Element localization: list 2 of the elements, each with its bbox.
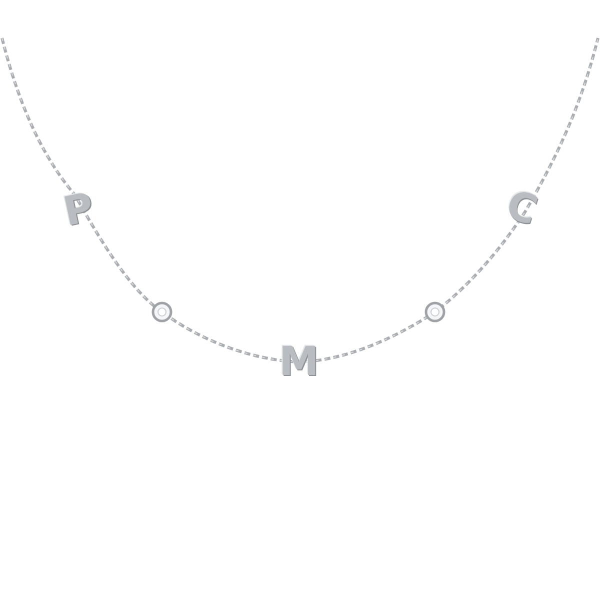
charm-letter: C — [502, 184, 542, 232]
charm-letter: P — [60, 187, 98, 233]
